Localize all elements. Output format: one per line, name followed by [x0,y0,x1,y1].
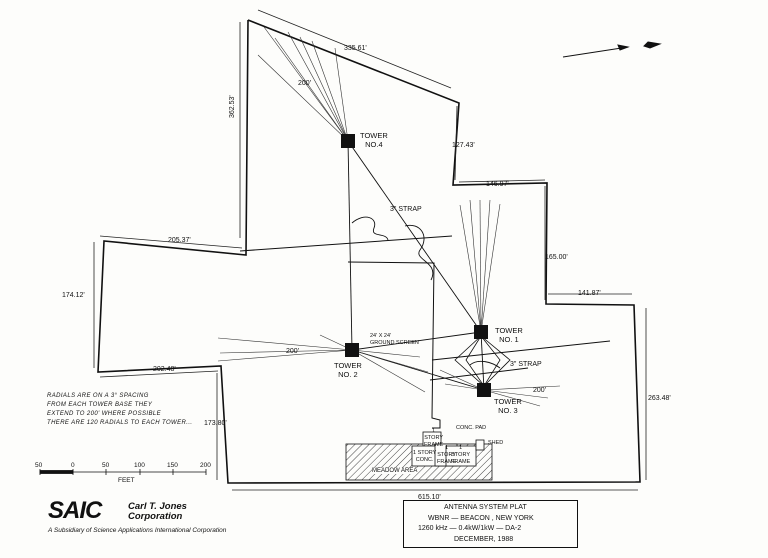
tower-3-name: TOWER [494,397,522,406]
dimension-lines [93,9,647,491]
tower-2-symbol [345,343,359,357]
scale-tick-200: 200 [200,462,211,469]
building-b-line1: 1 STORY [413,450,437,456]
dim-mid-step: 146.97' [486,181,509,188]
dim-left-upper: 362.53' [229,95,236,118]
building-c-line2: STORY [437,452,456,458]
tower-1-name: TOWER [495,326,523,335]
radials-note-line1: RADIALS ARE ON A 3° SPACING [47,393,149,399]
tower-3-number: NO. 3 [498,406,518,415]
ground-screen-text: GROUND SCREEN [370,340,419,346]
scale-tick-50: 50 [102,462,110,469]
scale-tick-50-left: 50 [35,462,43,469]
buildings [345,431,493,481]
building-d-line1: 1 [459,445,463,451]
radials-note-line2: FROM EACH TOWER BASE THEY [47,402,153,408]
dim-left-arm-side: 174.12' [62,292,85,299]
building-c-label: 1 STORY FRAME [437,445,456,466]
tower-4-symbol [341,134,355,148]
date-line: DECEMBER, 1988 [454,536,514,543]
property-boundary [97,19,641,484]
logo-subsidiary: A Subsidiary of Science Applications Int… [48,527,227,534]
scale-tick-0: 0 [71,462,75,469]
tower-4-name: TOWER [360,131,388,140]
dim-right-step: 141.87' [578,290,601,297]
radials-note-line3: EXTEND TO 200' WHERE POSSIBLE [47,411,161,417]
scale-tick-150: 150 [167,462,178,469]
building-d-label: 1 STORY FRAME [451,445,470,466]
scale-tick-100: 100 [134,462,145,469]
meadow-area-label: MEADOW AREA [372,468,418,474]
building-a-line1: 1 [432,428,436,434]
title-block: ANTENNA SYSTEM PLAT WBNR — BEACON , NEW … [403,500,578,548]
dim-bottom: 615.10' [418,494,441,501]
tower-1-label: TOWER NO. 1 [495,326,523,344]
tower-symbols [341,134,491,397]
conc-pad-label: CONC. PAD [456,425,487,431]
interior-lines [239,235,611,429]
params-line: 1260 kHz — 0.4kW/1kW — DA-2 [418,525,522,532]
tower-3-label: TOWER NO. 3 [494,397,522,415]
strap-label-top: 3" STRAP [390,206,422,213]
feed-lines [347,140,485,391]
dim-left-lower: 173.80' [204,420,227,427]
building-b-line2: CONC. [415,457,434,463]
ground-screen-label: 24' X 24' GROUND SCREEN [370,333,419,347]
tower-2-label: TOWER NO. 2 [334,361,362,379]
dim-left-arm-top: 205.37' [168,237,191,244]
building-b-label: 1 STORY CONC. [413,450,436,464]
radials-note-line4: THERE ARE 120 RADIALS TO EACH TOWER... [47,420,193,426]
tower-3-symbol [477,383,491,397]
plat-title: ANTENNA SYSTEM PLAT [444,504,527,511]
tower-2-number: NO. 2 [338,370,358,379]
ground-screen-size: 24' X 24' [370,333,392,339]
radials-note: RADIALS ARE ON A 3° SPACING FROM EACH TO… [47,392,192,428]
building-a-line2: STORY [424,435,443,441]
building-c-line3: FRAME [437,459,457,465]
building-a-line3: FRAME [424,442,444,448]
scale-unit: FEET [118,477,135,484]
logo-corporation: Carl T. Jones Corporation [128,502,187,522]
building-c-line1: 1 [445,445,449,451]
dim-upper-right: 127.43' [452,142,475,149]
station-line: WBNR — BEACON , NEW YORK [428,515,534,522]
dim-right-side: 263.48' [648,395,671,402]
building-a-label: 1 STORY FRAME [424,428,443,449]
tower-1-number: NO. 1 [499,335,519,344]
logo-corp-line1: Carl T. Jones [128,501,187,512]
dim-top-edge: 335.61' [344,45,367,52]
dim-left-arm-bottom: 202.48' [153,366,176,373]
tower-4-number: NO.4 [365,140,383,149]
dim-radial-tower-4: 200' [298,80,312,87]
building-d-line3: FRAME [451,459,471,465]
radials [217,26,561,407]
scale-bar [39,469,207,475]
company-logo: SAIC Carl T. Jones Corporation A Subsidi… [48,497,226,534]
strap-label-right: 3" STRAP [510,361,542,368]
shed-label: SHED [488,440,504,446]
building-d-line2: STORY [451,452,470,458]
logo-corp-line2: Corporation [128,511,183,522]
dim-radial-tower-3: 200' [533,387,547,394]
dim-right-upper: 165.00' [545,254,568,261]
dim-radial-tower-2: 200' [286,348,300,355]
tower-2-name: TOWER [334,361,362,370]
tower-1-symbol [474,325,488,339]
north-arrow-icon [562,41,662,58]
tower-4-label: TOWER NO.4 [360,131,388,149]
saic-logo-mark: SAIC [48,497,102,524]
strap-marks [351,216,501,369]
